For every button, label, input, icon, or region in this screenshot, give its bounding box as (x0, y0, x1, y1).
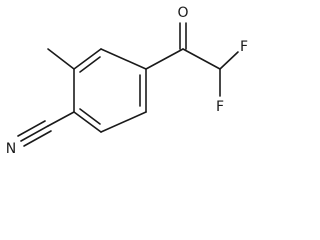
fluorine-bottom-label: F (216, 99, 224, 115)
methyl-bond (47, 48, 75, 70)
structure-diagram: O F F N (6, 5, 248, 157)
nitrile-triple-bond-3 (23, 130, 52, 147)
oxygen-label: O (177, 5, 188, 21)
ring-bond-c4-c5-inner (79, 108, 101, 125)
ring-nitrile-bond (47, 111, 75, 127)
nitrogen-label: N (6, 141, 16, 157)
ring-bond-c4-c5 (73, 111, 102, 133)
molecule-canvas: O F F N (6, 5, 248, 157)
ring-bond-c3-c4 (100, 111, 147, 133)
fluorine-top-label: F (240, 39, 248, 55)
ring-bond-c6-c1-inner (79, 56, 101, 73)
carbonyl-cf2-bond (182, 48, 221, 70)
aryl-carbonyl-bond (145, 48, 184, 70)
nitrile-triple-bond-1 (20, 125, 49, 142)
ring-bond-c1-c2 (100, 48, 147, 70)
cf-top-bond (219, 51, 239, 70)
ring-bond-c6-c1 (73, 48, 102, 70)
benzene-ring (73, 48, 147, 133)
nitrile-triple-bond-2 (17, 120, 46, 137)
